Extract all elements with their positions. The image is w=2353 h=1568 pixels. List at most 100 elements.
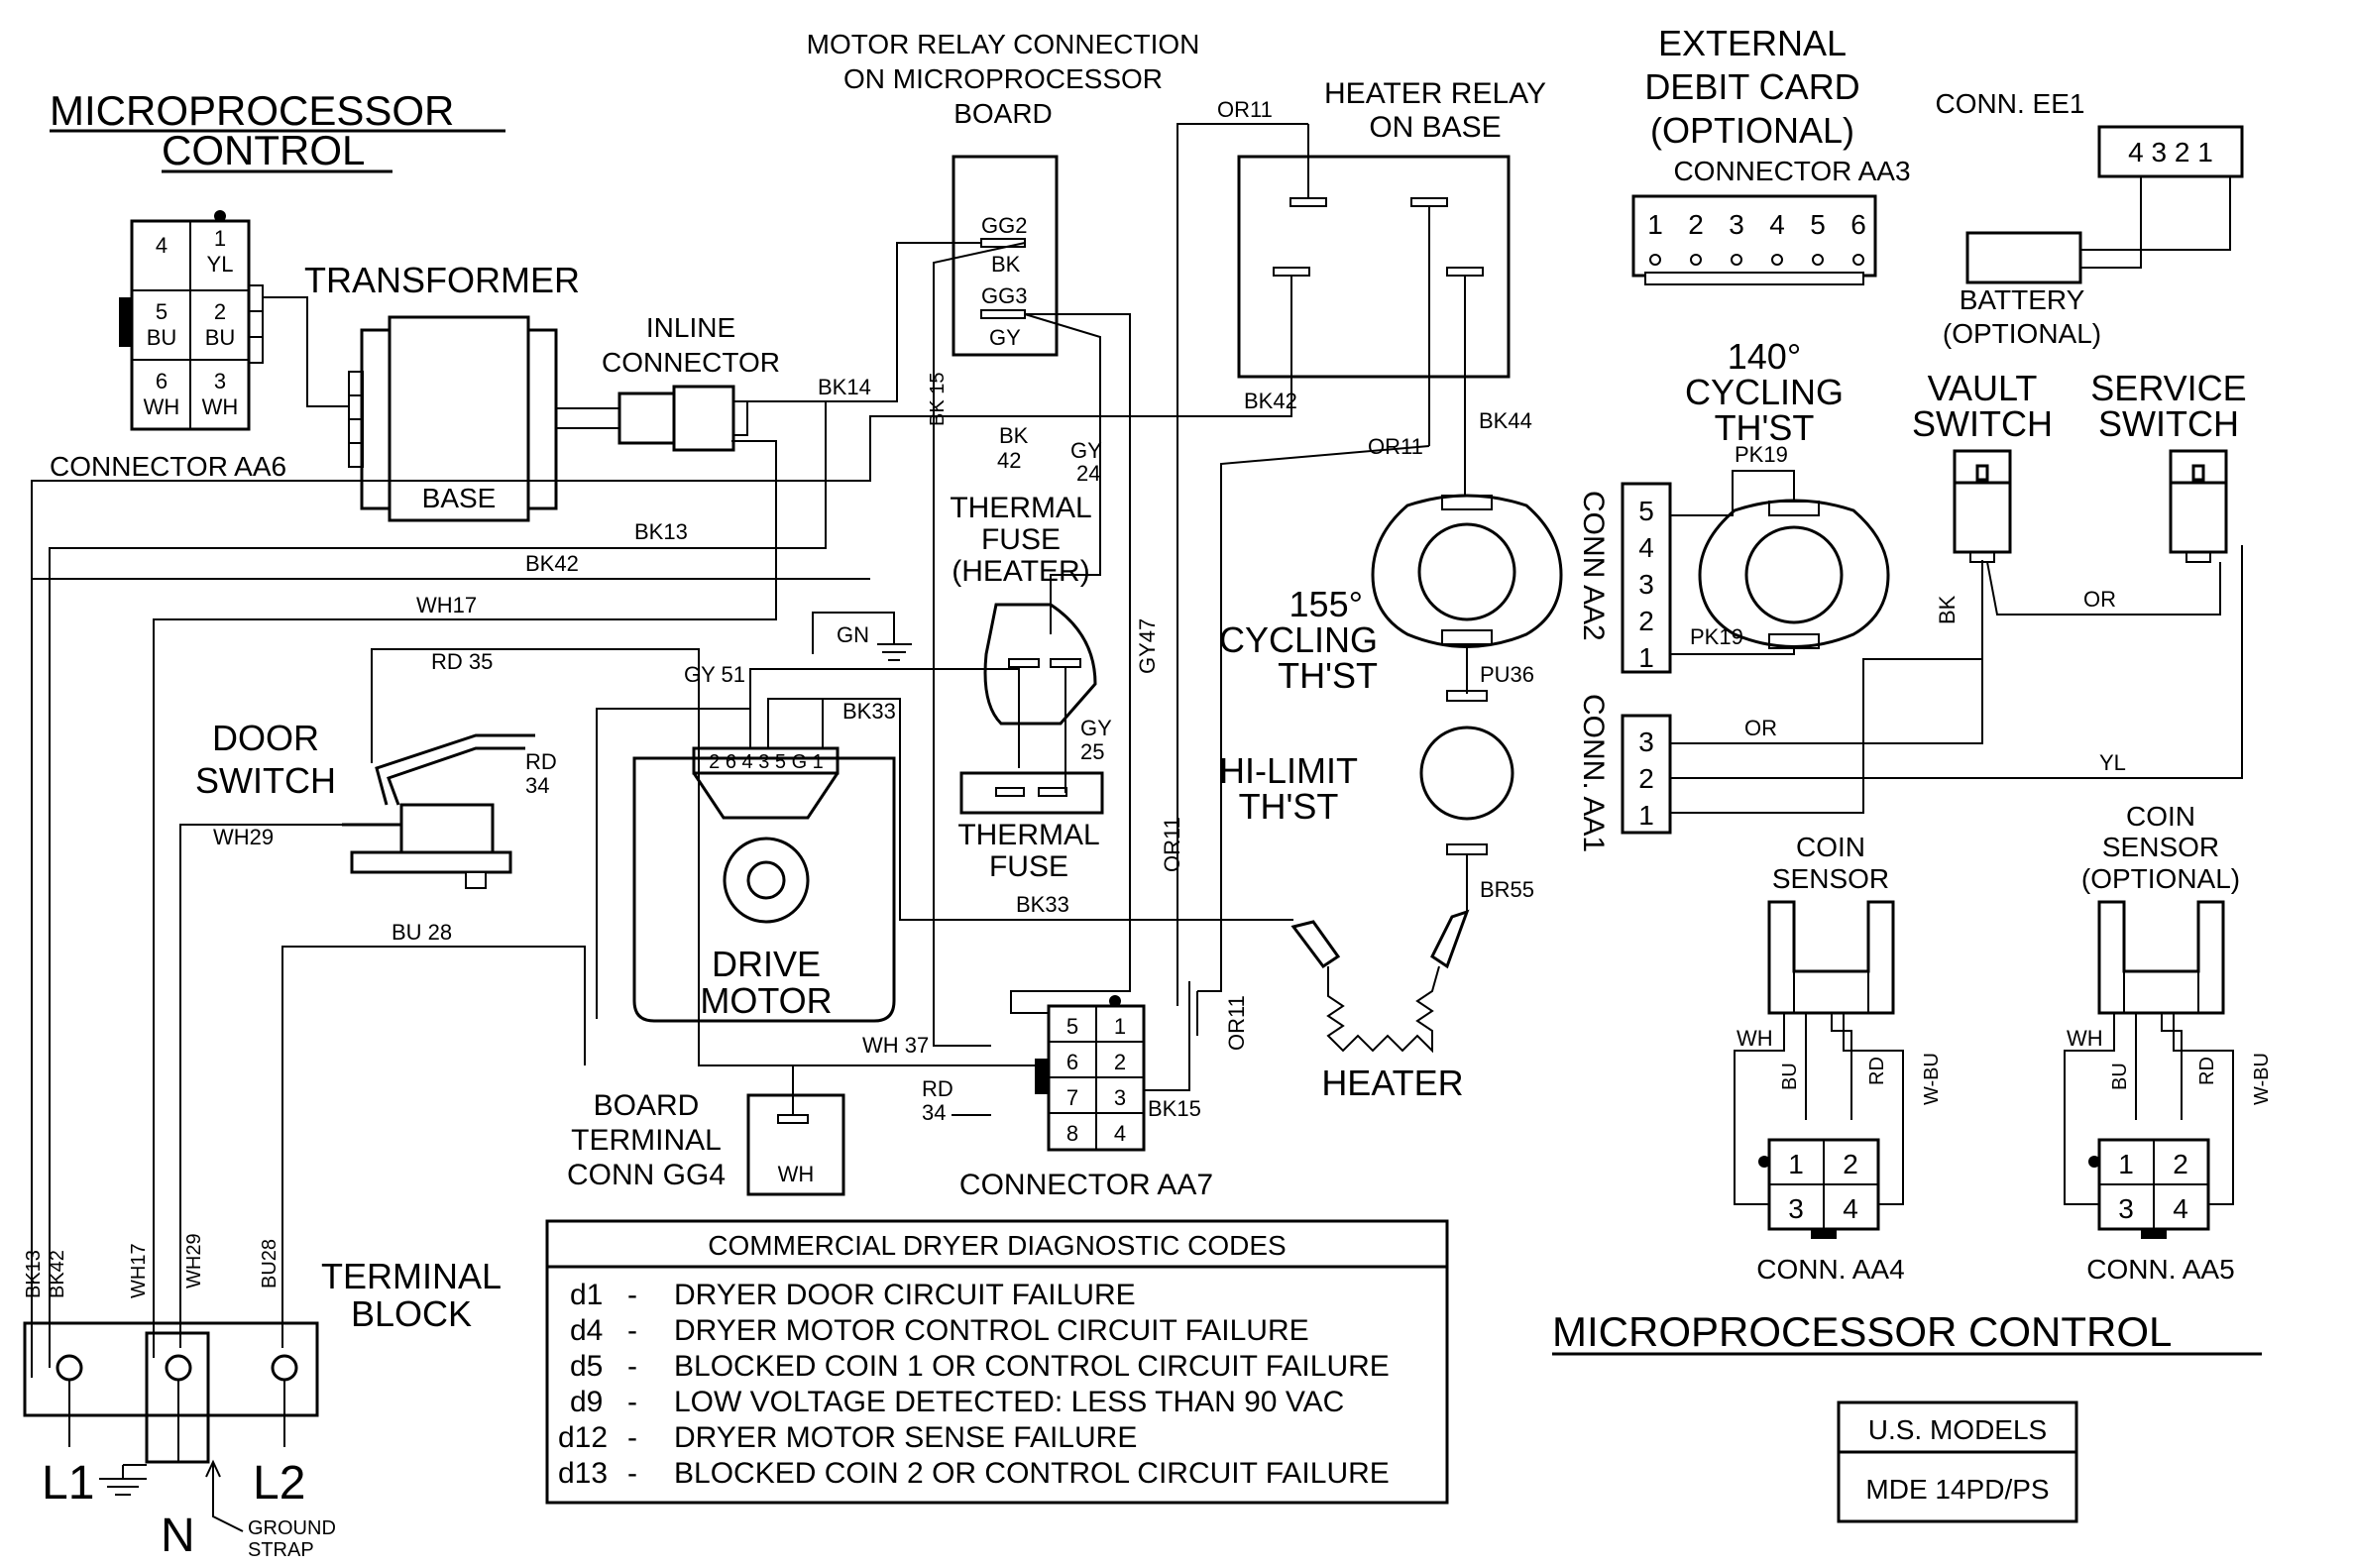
svg-text:CONNECTOR AA6: CONNECTOR AA6 [50, 451, 286, 482]
svg-text:COIN: COIN [1796, 832, 1865, 862]
svg-text:d4: d4 [570, 1314, 603, 1347]
svg-text:BK 15: BK 15 [927, 373, 949, 426]
svg-text:CONN. EE1: CONN. EE1 [1936, 88, 2085, 119]
svg-text:TH'ST: TH'ST [1715, 407, 1815, 448]
svg-text:HEATER: HEATER [1321, 1063, 1463, 1103]
diagnostic-code-row: d1 - DRYER DOOR CIRCUIT FAILURE [570, 1279, 1136, 1311]
svg-text:GY: GY [1070, 438, 1102, 463]
svg-text:WH: WH [1737, 1026, 1773, 1051]
svg-text:TH'ST: TH'ST [1278, 655, 1378, 696]
svg-text:1: 1 [1114, 1014, 1126, 1039]
thermal-fuse: THERMAL FUSE [957, 771, 1104, 883]
svg-text:5: 5 [1810, 209, 1826, 240]
svg-text:2: 2 [1638, 763, 1654, 794]
svg-text:BK42: BK42 [1244, 389, 1297, 413]
svg-text:BK13: BK13 [634, 519, 688, 544]
svg-text:BU28: BU28 [259, 1239, 280, 1288]
left-title: MICROPROCESSOR CONTROL [50, 87, 505, 173]
svg-text:MDE 14PD/PS: MDE 14PD/PS [1865, 1474, 2049, 1505]
svg-text:RD 35: RD 35 [431, 649, 493, 674]
diagnostic-code-row: d5 - BLOCKED COIN 1 OR CONTROL CIRCUIT F… [570, 1350, 1390, 1383]
svg-text:U.S. MODELS: U.S. MODELS [1868, 1414, 2047, 1445]
svg-text:COIN: COIN [2126, 801, 2195, 832]
svg-text:MICROPROCESSOR: MICROPROCESSOR [50, 87, 454, 134]
svg-text:CONN GG4: CONN GG4 [567, 1159, 726, 1191]
svg-text:WH17: WH17 [128, 1243, 150, 1298]
svg-text:GG2: GG2 [981, 213, 1027, 238]
svg-text:4: 4 [2173, 1193, 2188, 1224]
svg-text:5: 5 [1066, 1014, 1078, 1039]
svg-text:34: 34 [525, 773, 549, 798]
svg-text:OR11: OR11 [1160, 817, 1184, 872]
svg-text:DRYER MOTOR CONTROL CIRCUIT FA: DRYER MOTOR CONTROL CIRCUIT FAILURE [674, 1314, 1309, 1347]
svg-text:COMMERCIAL DRYER DIAGNOSTIC CO: COMMERCIAL DRYER DIAGNOSTIC CODES [708, 1230, 1286, 1261]
svg-text:1: 1 [1638, 642, 1654, 673]
svg-text:WH: WH [2067, 1026, 2103, 1051]
svg-text:CONN AA2: CONN AA2 [1577, 491, 1610, 641]
svg-text:-: - [627, 1350, 637, 1383]
svg-text:BLOCK: BLOCK [351, 1293, 472, 1334]
svg-text:L1: L1 [42, 1457, 94, 1510]
svg-text:THERMAL: THERMAL [957, 819, 1099, 851]
svg-text:2: 2 [1688, 209, 1704, 240]
svg-text:W-BU: W-BU [2251, 1053, 2273, 1105]
cycling-thermostat-140: 140° CYCLING TH'ST PK19 PK19 [1670, 336, 1890, 655]
svg-text:BK33: BK33 [1016, 892, 1069, 917]
heater-relay: HEATER RELAY ON BASE [1237, 77, 1546, 496]
svg-text:4: 4 [156, 233, 168, 258]
service-switch: SERVICE SWITCH [2090, 368, 2247, 563]
svg-text:2: 2 [1638, 606, 1654, 636]
svg-text:3: 3 [1114, 1085, 1126, 1110]
svg-text:N: N [161, 1510, 195, 1562]
svg-text:6: 6 [156, 369, 168, 393]
svg-text:(OPTIONAL): (OPTIONAL) [1650, 110, 1854, 151]
svg-text:2: 2 [214, 299, 226, 324]
svg-text:d1: d1 [570, 1279, 603, 1311]
svg-text:BK15: BK15 [1148, 1096, 1201, 1121]
coin-sensor-1: COIN SENSOR WH BU RD W-BU 1 2 3 4 CONN. … [1734, 832, 1943, 1285]
svg-text:PU36: PU36 [1480, 662, 1534, 687]
svg-text:GROUND: GROUND [248, 1517, 336, 1539]
svg-text:BK13: BK13 [23, 1250, 45, 1298]
svg-text:1: 1 [2118, 1149, 2134, 1179]
svg-text:THERMAL: THERMAL [950, 492, 1091, 524]
cycling-thermostat-155: 155° CYCLING TH'ST [1219, 494, 1563, 696]
svg-text:OR: OR [2083, 587, 2116, 612]
svg-text:GY 51: GY 51 [684, 662, 745, 687]
svg-text:OR11: OR11 [1224, 995, 1249, 1051]
svg-text:YL: YL [2099, 750, 2126, 775]
diagnostic-codes-table: COMMERCIAL DRYER DIAGNOSTIC CODES d1 - D… [545, 1219, 1449, 1505]
svg-text:BK42: BK42 [47, 1250, 68, 1298]
diagnostic-code-row: d4 - DRYER MOTOR CONTROL CIRCUIT FAILURE [570, 1314, 1309, 1347]
svg-text:EXTERNAL: EXTERNAL [1658, 23, 1847, 63]
hi-limit-thermostat: PU36 HI-LIMIT TH'ST BR55 [1219, 662, 1534, 912]
svg-text:BU 28: BU 28 [392, 920, 452, 945]
svg-text:5: 5 [156, 299, 168, 324]
svg-text:CONTROL: CONTROL [162, 127, 365, 173]
svg-text:BLOCKED COIN 1 OR CONTROL CIRC: BLOCKED COIN 1 OR CONTROL CIRCUIT FAILUR… [674, 1350, 1390, 1383]
right-title: MICROPROCESSOR CONTROL [1552, 1308, 2262, 1356]
svg-text:DRIVE: DRIVE [712, 944, 821, 984]
svg-text:GN: GN [837, 622, 869, 647]
svg-text:3: 3 [1729, 209, 1744, 240]
svg-text:GY: GY [1080, 716, 1112, 740]
svg-text:OR11: OR11 [1368, 434, 1423, 459]
svg-text:140°: 140° [1728, 336, 1801, 377]
svg-text:4: 4 [1769, 209, 1785, 240]
svg-text:TERMINAL: TERMINAL [321, 1256, 502, 1296]
svg-text:4: 4 [1638, 532, 1654, 563]
svg-text:RD: RD [922, 1076, 953, 1101]
svg-text:(OPTIONAL): (OPTIONAL) [1943, 318, 2101, 349]
svg-text:CYCLING: CYCLING [1219, 619, 1378, 660]
svg-text:d9: d9 [570, 1386, 603, 1418]
thermal-fuse-heater: THERMAL FUSE (HEATER) [950, 492, 1097, 793]
svg-text:42: 42 [997, 448, 1021, 473]
svg-text:7: 7 [1066, 1085, 1078, 1110]
svg-text:CONNECTOR AA3: CONNECTOR AA3 [1673, 156, 1910, 186]
svg-text:FUSE: FUSE [981, 523, 1061, 556]
svg-text:WH: WH [202, 394, 239, 419]
svg-text:CYCLING: CYCLING [1685, 372, 1844, 412]
svg-text:CONNECTOR AA7: CONNECTOR AA7 [959, 1169, 1213, 1201]
svg-text:24: 24 [1076, 461, 1100, 486]
